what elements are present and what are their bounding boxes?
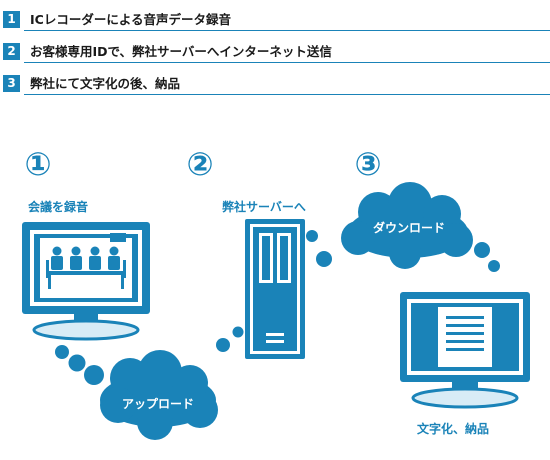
document-monitor-icon — [400, 292, 530, 409]
circle-number-1: ① — [24, 145, 51, 183]
label-record: 会議を録音 — [28, 199, 88, 214]
step-text: ICレコーダーによる音声データ録音 — [30, 12, 231, 27]
server-tower-icon — [245, 219, 305, 359]
step-3: 3 弊社にて文字化の後、納品 — [0, 64, 550, 96]
label-delivery: 文字化、納品 — [417, 421, 489, 436]
label-server: 弊社サーバーへ — [222, 199, 306, 214]
step-number-badge: 1 — [3, 11, 20, 28]
step-text: 弊社にて文字化の後、納品 — [30, 76, 181, 91]
circle-number-2: ② — [186, 145, 213, 183]
download-cloud-label: ダウンロード — [373, 220, 445, 235]
step-list: 1 ICレコーダーによる音声データ録音 2 お客様専用IDで、弊社サーバーへイン… — [0, 0, 550, 96]
step-number-badge: 2 — [3, 43, 20, 60]
download-cloud: ダウンロード — [306, 182, 500, 272]
step-2: 2 お客様専用IDで、弊社サーバーへインターネット送信 — [0, 32, 550, 64]
circle-number-3: ③ — [354, 145, 381, 183]
upload-cloud: アップロード — [55, 326, 244, 440]
upload-cloud-label: アップロード — [122, 396, 194, 411]
step-divider — [24, 30, 550, 31]
step-divider — [24, 62, 550, 63]
step-number-badge: 3 — [3, 75, 20, 92]
meeting-monitor-icon — [22, 222, 150, 341]
step-1: 1 ICレコーダーによる音声データ録音 — [0, 0, 550, 32]
step-text: お客様専用IDで、弊社サーバーへインターネット送信 — [30, 44, 332, 59]
step-divider — [24, 94, 550, 95]
